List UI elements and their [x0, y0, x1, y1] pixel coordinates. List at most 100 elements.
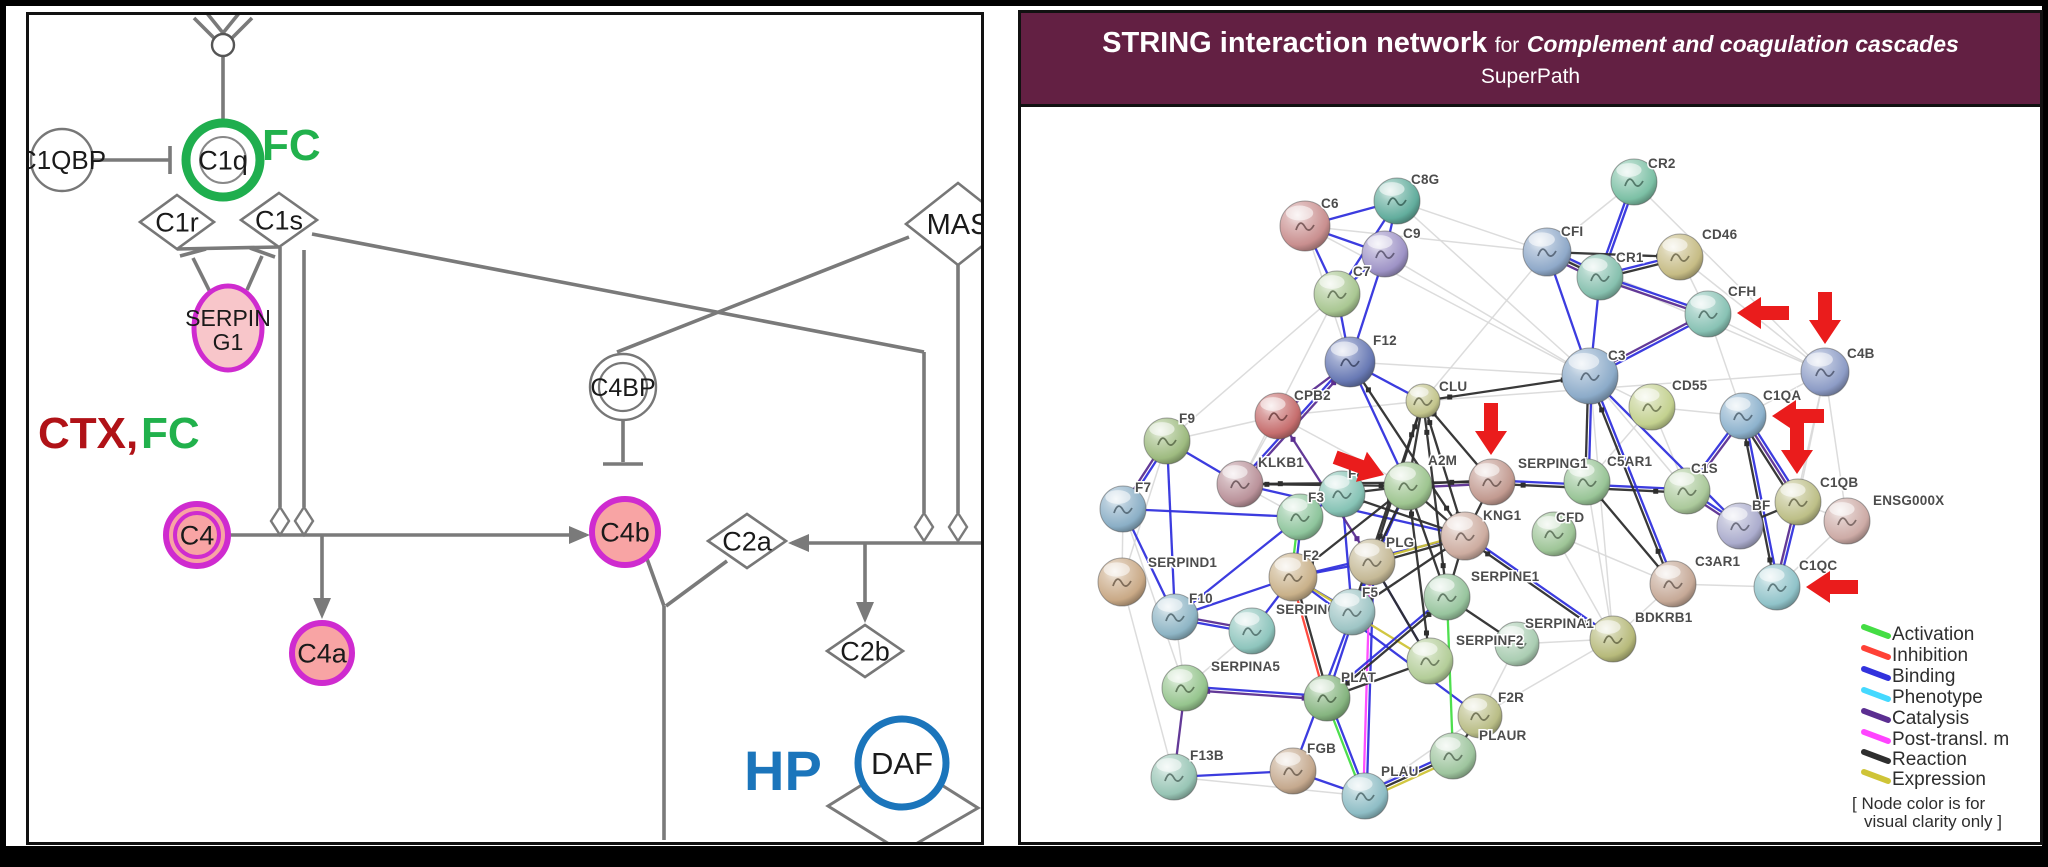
header-title-for: for [1494, 34, 1520, 57]
network-node-SERPIND1: SERPIND1 [1097, 554, 1219, 607]
network-node-label: A2M [1428, 453, 1457, 468]
pathway-node-C1r: C1r [137, 193, 217, 251]
network-nodes: C6C8GC9C7F12CR2CFICR1CD46CFHC4BC3CD55C1Q… [1097, 155, 1946, 820]
network-node-label: C5AR1 [1607, 454, 1653, 469]
network-node-C3AR1: C3AR1 [1649, 553, 1742, 608]
legend-swatch-Reaction [1861, 749, 1891, 764]
network-node-PLAT: PLAT [1303, 669, 1378, 722]
network-node-label: CD46 [1702, 227, 1738, 242]
pathway-node-label: C4 [180, 520, 215, 550]
pathway-node-label: DAF [871, 746, 933, 781]
network-node-SERPINF2: SERPINF2 [1406, 632, 1525, 685]
network-node-label: F7 [1135, 480, 1151, 495]
header-title-bold: STRING interaction network [1102, 27, 1488, 59]
network-node-label: PLAU [1381, 764, 1419, 779]
network-node-label: SERPINA1 [1525, 616, 1594, 631]
legend-swatch-Catalysis [1861, 708, 1891, 723]
network-node-label: F3 [1308, 490, 1324, 505]
network-node-F9: F9 [1143, 410, 1196, 465]
network-node-label: KLKB1 [1258, 455, 1304, 470]
arrow-cfh [1737, 297, 1789, 329]
network-node-CLU: CLU [1405, 378, 1469, 419]
network-node-label: C3 [1608, 348, 1626, 363]
network-node-CR1: CR1 [1576, 249, 1645, 301]
pathway-text-fc-bottom: FC [141, 409, 200, 458]
string-header-subtitle: SuperPath [1480, 65, 1581, 88]
network-node-FGB: FGB [1269, 740, 1337, 795]
pathway-node-label: C2b [840, 636, 890, 666]
pathway-node-label: C4a [297, 638, 348, 668]
string-network: C6C8GC9C7F12CR2CFICR1CD46CFHC4BC3CD55C1Q… [1097, 155, 2009, 831]
pathway-node-C4: C4 [163, 501, 231, 569]
pathway-node-label: C2a [722, 526, 773, 556]
network-node-C1QC: C1QC [1753, 557, 1839, 611]
arrow-c1qc [1806, 571, 1858, 603]
network-node-label: SERPINF2 [1456, 633, 1524, 648]
pathway-diagram: C1QBPC1qC1rC1sSERPING1C4BPC4C4bC4aC2aC2b… [29, 15, 981, 842]
red-arrows [1332, 292, 1858, 603]
network-node-CFH: CFH [1684, 283, 1758, 338]
network-node-KNG1: KNG1 [1440, 507, 1523, 561]
network-node-label: ENSG000X [1873, 493, 1944, 508]
network-node-label: PLAUR [1479, 728, 1527, 743]
network-node-BF: BF [1716, 497, 1772, 550]
network-node-label: SERPIND1 [1148, 555, 1217, 570]
network-node-label: C8G [1411, 172, 1439, 187]
string-header-line1: STRING interaction network for Complemen… [1102, 28, 1959, 61]
network-node-label: F10 [1189, 591, 1213, 606]
pathway-node-SERPING1: SERPING1 [185, 283, 271, 373]
network-node-label: F13B [1190, 748, 1224, 763]
legend-label: Phenotype [1892, 687, 1983, 708]
network-node-label: CPB2 [1294, 388, 1331, 403]
network-node-PLAUR: PLAUR [1429, 727, 1528, 780]
network-node-A2M: A2M [1383, 452, 1458, 511]
string-panel: STRING interaction network for Complemen… [1018, 10, 2043, 845]
network-node-F13B: F13B [1150, 747, 1225, 801]
legend-swatch-Inhibition [1861, 645, 1891, 660]
network-legend: ActivationInhibitionBindingPhenotypeCata… [1852, 624, 2009, 831]
string-header: STRING interaction network for Complemen… [1021, 13, 2040, 107]
pathway-node-label: SERPIN [185, 305, 271, 331]
network-node-label: F9 [1179, 411, 1195, 426]
pathway-node-label: MAS [927, 209, 981, 241]
network-node-C1QB: C1QB [1774, 474, 1860, 526]
arrow-c4b [1809, 292, 1841, 344]
legend-swatch-Post-transl. m [1861, 729, 1891, 744]
network-node-label: CFH [1728, 284, 1756, 299]
network-node-CR2: CR2 [1610, 155, 1677, 206]
network-node-C8G: C8G [1373, 171, 1441, 225]
network-node-PLAU: PLAU [1341, 763, 1420, 820]
network-node-label: FGB [1307, 741, 1336, 756]
network-node-F2R: F2R [1457, 689, 1525, 739]
legend-label: Binding [1892, 666, 1955, 687]
header-title-pathway: Complement and coagulation cascades [1526, 31, 1959, 57]
network-node-F2: F2 [1268, 547, 1320, 602]
pathway-node-label2: G1 [213, 329, 244, 355]
network-node-label: C1QA [1763, 388, 1801, 403]
network-node-C7: C7 [1313, 263, 1372, 318]
network-node-label: SERPINE1 [1471, 569, 1540, 584]
pathway-node-label: C4BP [590, 374, 655, 402]
legend-label: Inhibition [1892, 645, 1968, 666]
pathway-node-C1q: C1q [181, 118, 265, 202]
pathway-node-DAF: DAF [854, 715, 950, 811]
pathway-connectors [93, 15, 981, 842]
network-node-label: SERPING1 [1518, 456, 1588, 471]
network-node-C5AR1: C5AR1 [1563, 453, 1654, 506]
network-node-label: CFI [1561, 224, 1583, 239]
legend-note-line2: visual clarity only ] [1864, 812, 2002, 831]
network-node-CD46: CD46 [1656, 226, 1739, 281]
legend-swatch-Phenotype [1861, 687, 1891, 702]
network-node-BDKRB1: BDKRB1 [1589, 609, 1694, 663]
network-node-label: C7 [1353, 264, 1371, 279]
pathway-text-ctx: CTX, [38, 409, 138, 458]
pathway-nodes: C1QBPC1qC1rC1sSERPING1C4BPC4C4bC4aC2aC2b… [29, 118, 981, 811]
network-node-label: KNG1 [1483, 508, 1522, 523]
pathway-node-label: C1q [198, 145, 248, 175]
network-node-SERPINE1: SERPINE1 [1423, 568, 1541, 621]
network-node-C3: C3 [1561, 347, 1627, 405]
legend-swatch-Expression [1861, 769, 1891, 784]
pathway-node-C4a: C4a [289, 620, 355, 686]
network-node-label: PLG [1386, 535, 1414, 550]
network-node-F12: F12 [1324, 332, 1398, 388]
